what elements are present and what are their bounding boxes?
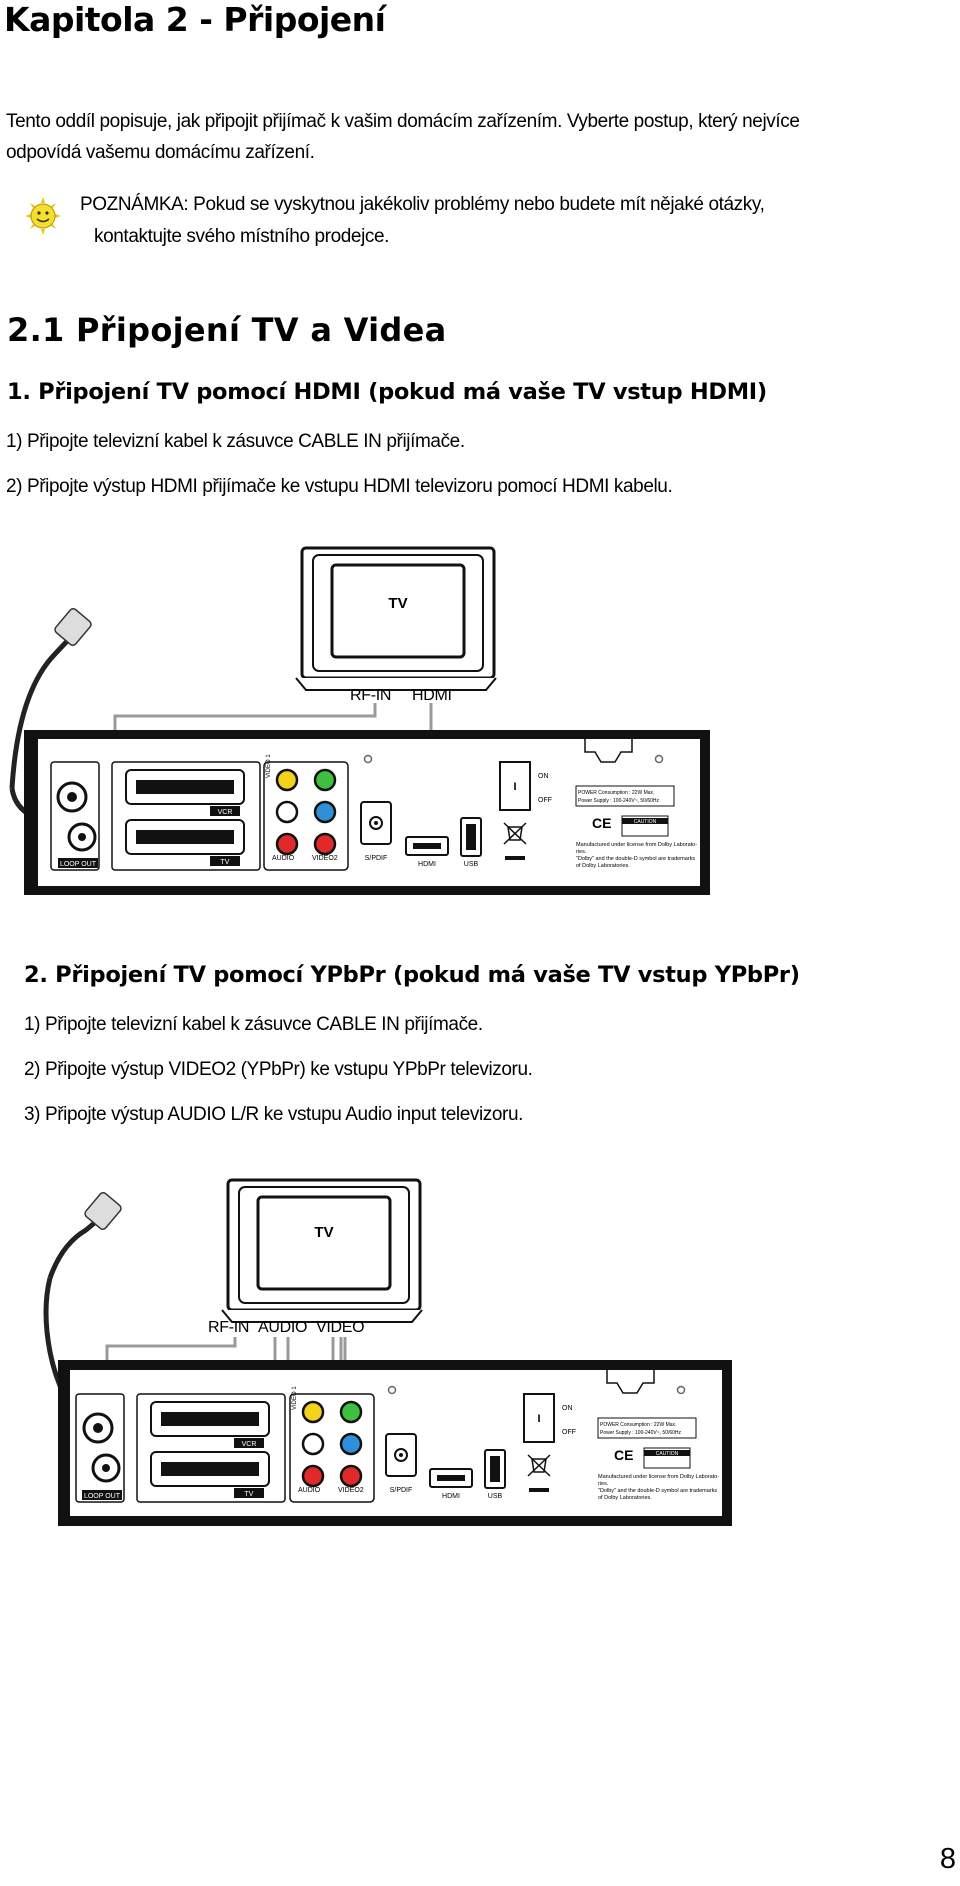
ypbpr-step-2: 2) Připojte výstup VIDEO2 (YPbPr) ke vst… bbox=[24, 1059, 533, 1080]
svg-text:VIDEO2: VIDEO2 bbox=[312, 855, 338, 862]
svg-text:CAUTION: CAUTION bbox=[656, 1451, 679, 1457]
svg-text:TV: TV bbox=[245, 1491, 254, 1498]
chapter-title: Kapitola 2 - Připojení bbox=[4, 0, 386, 39]
tv-label: TV bbox=[388, 595, 407, 612]
rf-in-label: RF-IN bbox=[350, 687, 391, 704]
svg-text:POWER Consumption : 22W Max.: POWER Consumption : 22W Max. bbox=[578, 790, 654, 796]
svg-text:USB: USB bbox=[464, 861, 479, 868]
svg-text:AUDIO: AUDIO bbox=[298, 1487, 321, 1494]
svg-text:OFF: OFF bbox=[562, 1429, 576, 1436]
hdmi-label: HDMI bbox=[412, 687, 452, 704]
ypbpr-connection-diagram: TV RF-IN AUDIO VIDEO LOOP OUT VCR TV bbox=[43, 1178, 732, 1526]
svg-text:CE: CE bbox=[592, 815, 611, 831]
svg-text:S/PDIF: S/PDIF bbox=[390, 1487, 413, 1494]
svg-text:VCR: VCR bbox=[242, 1441, 257, 1448]
svg-text:"Dolby" and the double-D symbo: "Dolby" and the double-D symbol are trad… bbox=[598, 1488, 717, 1494]
svg-text:ON: ON bbox=[562, 1405, 573, 1412]
tv-label: TV bbox=[314, 1224, 333, 1241]
svg-text:of Dolby Laboratories.: of Dolby Laboratories. bbox=[576, 863, 630, 869]
svg-text:Manufactured under license fro: Manufactured under license from Dolby La… bbox=[576, 842, 697, 848]
svg-text:CAUTION: CAUTION bbox=[634, 819, 657, 825]
svg-text:S/PDIF: S/PDIF bbox=[365, 855, 388, 862]
ypbpr-step-1: 1) Připojte televizní kabel k zásuvce CA… bbox=[24, 1014, 483, 1035]
svg-text:AUDIO: AUDIO bbox=[272, 855, 295, 862]
ypbpr-section-heading: 2. Připojení TV pomocí YPbPr (pokud má v… bbox=[24, 962, 800, 988]
svg-text:VIDEO2: VIDEO2 bbox=[338, 1487, 364, 1494]
page-number: 8 bbox=[939, 1843, 956, 1875]
svg-text:CE: CE bbox=[614, 1447, 633, 1463]
svg-text:TV: TV bbox=[221, 859, 230, 866]
smiley-sun-icon bbox=[25, 197, 61, 235]
svg-text:I: I bbox=[537, 1413, 540, 1425]
audio-label: AUDIO bbox=[258, 1319, 307, 1336]
svg-text:HDMI: HDMI bbox=[442, 1493, 460, 1500]
tv-illustration: TV bbox=[221, 1178, 423, 1323]
svg-text:ON: ON bbox=[538, 773, 549, 780]
note-line-1: POZNÁMKA: Pokud se vyskytnou jakékoliv p… bbox=[80, 194, 765, 215]
svg-text:OFF: OFF bbox=[538, 797, 552, 804]
antenna-cable bbox=[47, 1218, 100, 1279]
svg-text:Power Supply : 100-240V~, 50/6: Power Supply : 100-240V~, 50/60Hz bbox=[578, 798, 660, 804]
svg-text:USB: USB bbox=[488, 1493, 503, 1500]
svg-text:LOOP OUT: LOOP OUT bbox=[84, 1493, 121, 1500]
svg-text:HDMI: HDMI bbox=[418, 861, 436, 868]
svg-text:"Dolby" and the double-D symbo: "Dolby" and the double-D symbol are trad… bbox=[576, 856, 695, 862]
antenna-cable bbox=[9, 636, 72, 789]
svg-text:I: I bbox=[513, 781, 516, 793]
svg-text:VIDEO 1: VIDEO 1 bbox=[266, 754, 272, 778]
svg-text:of Dolby Laboratories.: of Dolby Laboratories. bbox=[598, 1495, 652, 1501]
hdmi-step-1: 1) Připojte televizní kabel k zásuvce CA… bbox=[6, 431, 465, 452]
svg-text:ries.: ries. bbox=[598, 1481, 609, 1487]
ypbpr-step-3: 3) Připojte výstup AUDIO L/R ke vstupu A… bbox=[24, 1104, 524, 1125]
intro-line-1: Tento oddíl popisuje, jak připojit přijí… bbox=[6, 111, 800, 132]
svg-text:Manufactured under license fro: Manufactured under license from Dolby La… bbox=[598, 1474, 719, 1480]
rf-in-label: RF-IN bbox=[208, 1319, 249, 1336]
svg-text:Power Supply : 100-240V~, 50/6: Power Supply : 100-240V~, 50/60Hz bbox=[600, 1430, 682, 1436]
svg-text:LOOP OUT: LOOP OUT bbox=[60, 861, 97, 868]
intro-line-2: odpovídá vašemu domácímu zařízení. bbox=[6, 142, 315, 163]
tv-illustration: TV bbox=[295, 546, 497, 691]
svg-text:VIDEO 1: VIDEO 1 bbox=[292, 1386, 298, 1410]
svg-text:VCR: VCR bbox=[218, 809, 233, 816]
hdmi-connection-diagram: TV RF-IN HDMI LOOP OUT VCR TV AUDIO VIDE… bbox=[9, 546, 710, 895]
note-line-2: kontaktujte svého místního prodejce. bbox=[94, 226, 390, 247]
section-title: 2.1 Připojení TV a Videa bbox=[7, 311, 447, 349]
svg-text:ries.: ries. bbox=[576, 849, 587, 855]
video-label: VIDEO bbox=[316, 1319, 364, 1336]
hdmi-step-2: 2) Připojte výstup HDMI přijímače ke vst… bbox=[6, 476, 673, 497]
hdmi-section-heading: 1. Připojení TV pomocí HDMI (pokud má va… bbox=[7, 379, 767, 405]
svg-text:POWER Consumption : 22W Max.: POWER Consumption : 22W Max. bbox=[600, 1422, 676, 1428]
